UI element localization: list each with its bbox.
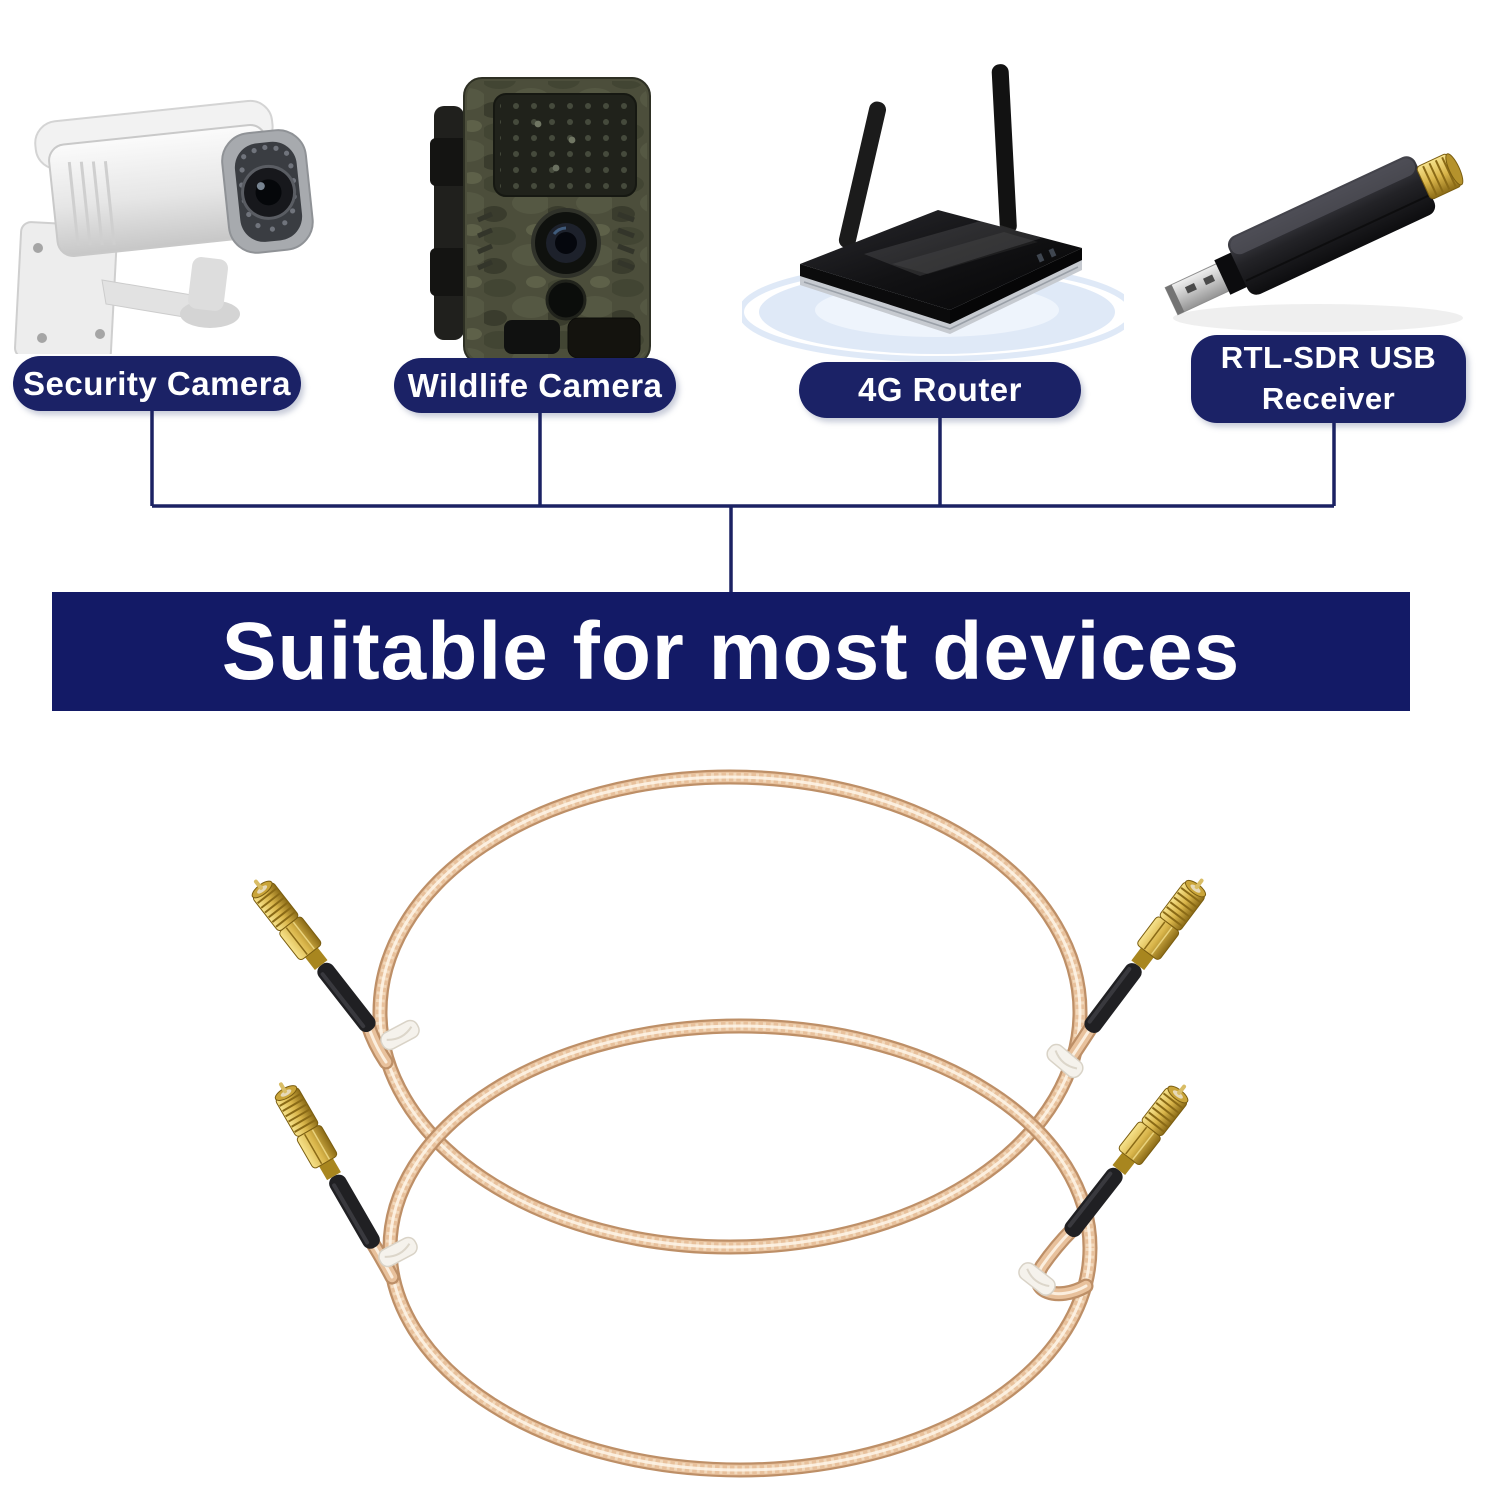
label-rtl-sdr-usb-receiver: RTL-SDR USB Receiver <box>1191 335 1466 423</box>
wildlife-camera-illustration <box>430 77 651 365</box>
label-4g-router: 4G Router <box>799 362 1081 418</box>
headline-text: Suitable for most devices <box>221 605 1241 697</box>
coax-cables-photo <box>242 740 1215 1500</box>
sma-male-connector <box>242 870 384 1040</box>
latch-bar <box>430 106 468 340</box>
camera-body <box>34 99 314 257</box>
headline-banner: Suitable for most devices <box>52 592 1410 711</box>
sma-male-connector <box>1076 869 1215 1041</box>
cable-loop-upper <box>380 777 1080 1247</box>
wildlife-trail-camera-photo <box>420 68 682 376</box>
silver-trim <box>800 260 1082 334</box>
label-wildlife-camera: Wildlife Camera <box>394 358 676 413</box>
grip-ridges <box>477 211 635 271</box>
label-text: RTL-SDR USB Receiver <box>1220 340 1437 416</box>
rtl-sdr-illustration <box>1164 153 1464 332</box>
sensor-window <box>567 317 641 359</box>
router-illustration <box>738 64 1136 362</box>
label-text: Security Camera <box>23 364 291 402</box>
label-text: Wildlife Camera <box>407 366 663 404</box>
antenna-right <box>991 64 1017 235</box>
security-camera-photo <box>2 52 334 363</box>
label-security-camera: Security Camera <box>13 356 301 411</box>
4g-router-photo <box>738 58 1136 364</box>
sensor-window <box>504 320 560 354</box>
sma-male-connector <box>1056 1075 1198 1245</box>
rtl-sdr-usb-receiver-photo <box>1138 98 1490 350</box>
dongle-body <box>1164 153 1464 316</box>
pir-sensor <box>545 279 587 321</box>
sma-antenna-port <box>1416 153 1464 200</box>
antenna-left <box>838 101 887 249</box>
security-camera-illustration <box>14 99 314 363</box>
camera-housing <box>463 77 651 365</box>
wall-mount-bracket <box>14 221 240 363</box>
router-body <box>800 210 1082 334</box>
shadow <box>1173 304 1463 332</box>
label-text: 4G Router <box>857 371 1023 408</box>
sma-male-connector <box>266 1074 389 1256</box>
